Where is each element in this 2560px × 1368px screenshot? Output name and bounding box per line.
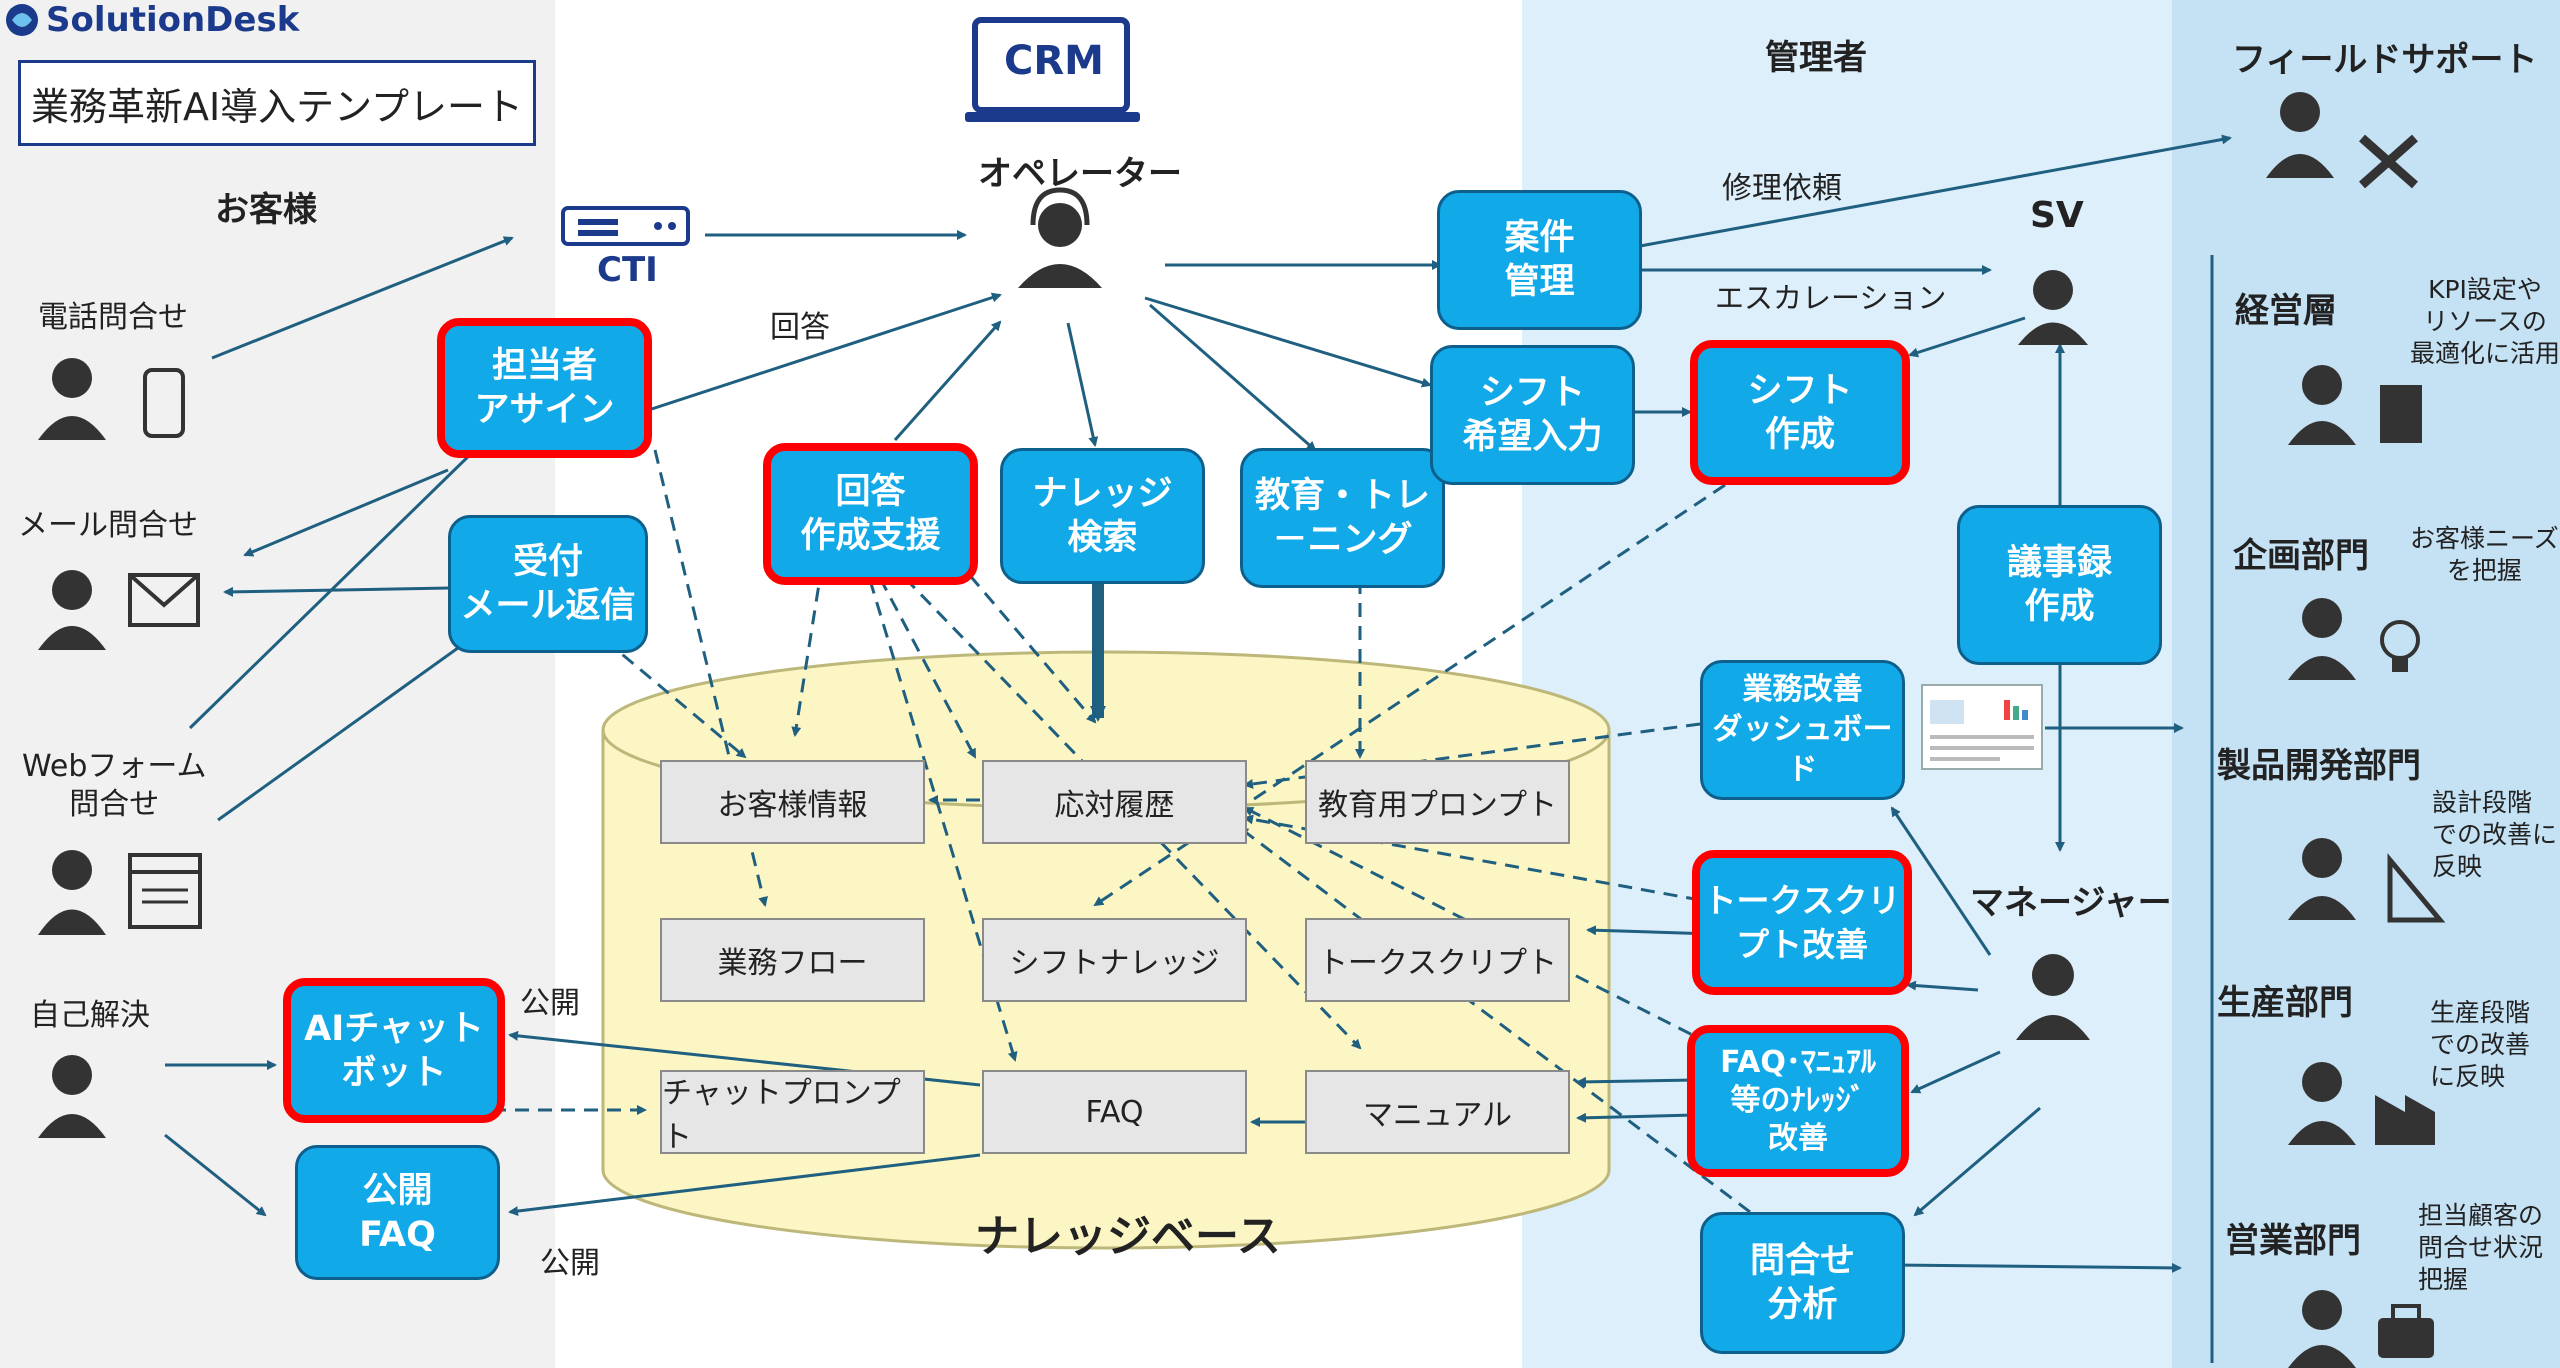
template-title: 業務革新AI導入テンプレート [18,60,536,146]
customer-heading: お客様 [215,190,317,230]
phone-inquiry-label: 電話問合せ [38,300,188,335]
dept-executive-note: KPI設定や リソースの 最適化に活用 [2410,275,2560,368]
self-resolve-label: 自己解決 [30,998,150,1033]
manager-heading: 管理者 [1765,38,1867,78]
dept-planning-name: 企画部門 [2233,536,2369,576]
training-box[interactable]: 教育・トレ －ニング [1240,448,1445,588]
inquiry-analysis-box[interactable]: 問合せ 分析 [1700,1212,1905,1354]
web-form-icon [128,853,202,929]
brand-name: SolutionDesk [46,0,300,40]
kb-manual[interactable]: マニュアル [1305,1070,1570,1154]
dept-product-dev-name: 製品開発部門 [2217,746,2421,786]
dept-planning-note: お客様ニーズ を把握 [2410,524,2559,585]
kb-customer-info[interactable]: お客様情報 [660,760,925,844]
mail-reply-box[interactable]: 受付 メール返信 [448,515,648,653]
cti-label: CTI [597,250,658,290]
dept-executive-name: 経営層 [2235,291,2337,331]
mail-inquiry-label: メール問合せ [18,508,198,543]
factory-icon [2375,1095,2435,1145]
solid-arrows [164,134,2232,1273]
publish-label-chatbot: 公開 [520,986,580,1021]
field-support-zone [2172,0,2560,1368]
sv-label: SV [2030,195,2084,236]
case-management-box[interactable]: 案件 管理 [1437,190,1642,330]
web-customer-icon [38,850,106,935]
kb-chat-prompt[interactable]: チャットプロンプト [660,1070,925,1155]
sv-person-icon [2018,270,2088,345]
lightbulb-icon [2380,620,2420,672]
kb-talk-script[interactable]: トークスクリプト [1305,918,1570,1002]
kb-shift-knowledge[interactable]: シフトナレッジ [982,918,1247,1002]
operator-label: オペレーター [978,154,1182,194]
kb-training-prompt[interactable]: 教育用プロンプト [1305,760,1570,844]
triangle-ruler-icon [2387,853,2446,923]
envelope-icon [128,573,200,627]
field-engineer-icon [2266,92,2334,178]
production-person-icon [2288,1062,2356,1145]
talk-script-improve-box[interactable]: トークスクリ プト改善 [1692,850,1912,995]
dept-sales-note: 担当顧客の 問合せ状況 把握 [2418,1201,2544,1294]
escalation-label: エスカレーション [1715,281,1947,315]
web-inquiry-label: Webフォーム 問合せ [22,749,207,822]
dept-sales-name: 営業部門 [2225,1221,2361,1261]
cti-device-icon [561,206,690,246]
kb-faq[interactable]: FAQ [982,1070,1247,1154]
shift-create-box[interactable]: シフト 作成 [1690,340,1910,485]
mail-customer-icon [38,570,106,650]
customer-zone [0,0,555,1368]
kb-response-history[interactable]: 応対履歴 [982,760,1247,844]
knowledge-base-title: ナレッジベース [975,1211,1281,1262]
product-dev-person-icon [2288,838,2356,920]
crm-label: CRM [1004,38,1104,84]
dept-product-dev-note: 設計段階 での改善に 反映 [2432,788,2558,881]
manager-label: マネージャー [1970,883,2172,923]
answer-arrow-label: 回答 [770,310,830,345]
public-faq-box[interactable]: 公開 FAQ [295,1145,500,1280]
repair-request-label: 修理依頼 [1722,171,1842,206]
assign-box[interactable]: 担当者 アサイン [437,318,652,458]
ai-chatbot-box[interactable]: AIチャット ボット [283,978,505,1123]
building-icon [2380,385,2422,443]
person-icons [38,92,2356,1368]
dept-production-name: 生産部門 [2217,983,2353,1023]
answer-support-box[interactable]: 回答 作成支援 [763,443,978,585]
operator-headset-icon [1018,187,1102,288]
sales-person-icon [2288,1290,2356,1368]
dept-production-note: 生産段階 での改善 に反映 [2430,998,2531,1091]
publish-label-faq: 公開 [540,1246,600,1281]
dashboard-thumbnail [1921,684,2043,770]
minutes-box[interactable]: 議事録 作成 [1957,505,2162,665]
planning-person-icon [2288,598,2356,680]
knowledge-search-box[interactable]: ナレッジ 検索 [1000,448,1205,584]
solutiondesk-logo-icon [6,4,38,36]
shift-request-box[interactable]: シフト 希望入力 [1430,345,1635,485]
faq-improve-box[interactable]: FAQ･ﾏﾆｭｱﾙ 等のﾅﾚｯｼﾞ 改善 [1687,1025,1909,1177]
self-customer-icon [38,1055,106,1138]
tools-icon [2359,134,2418,189]
crm-monitor-icon [965,17,1140,122]
briefcase-icon [2378,1304,2434,1358]
manager-person-icon [2016,954,2090,1040]
executive-person-icon [2288,365,2356,445]
dashboard-box[interactable]: 業務改善 ダッシュボード [1700,660,1905,800]
phone-customer-icon [38,358,106,440]
smartphone-icon [143,368,185,438]
kb-workflow[interactable]: 業務フロー [660,918,925,1002]
field-support-heading: フィールドサポート [2232,40,2538,80]
